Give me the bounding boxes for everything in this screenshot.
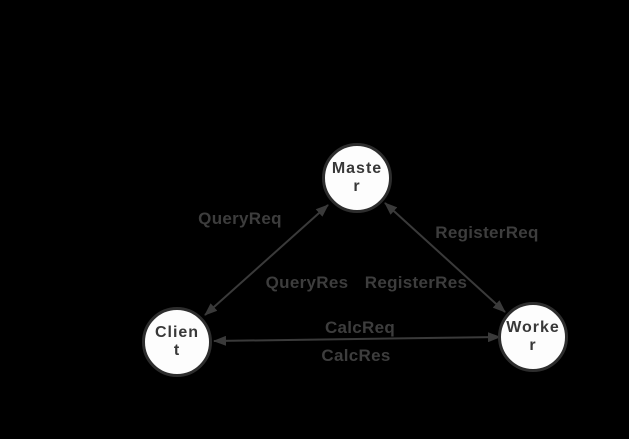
node-master: Maste r [322,143,392,213]
edge-label-calcres: CalcRes [321,346,391,365]
node-worker: Worke r [498,302,568,372]
node-worker-label: Worke r [506,319,560,354]
node-client: Clien t [142,307,212,377]
node-client-label: Clien t [154,324,200,359]
edge-label-queryreq: QueryReq [198,209,282,228]
edge-label-registerreq: RegisterReq [435,223,539,242]
edge-client-master-arrow [204,204,329,316]
node-master-label: Maste r [331,160,383,195]
edge-label-queryres: QueryRes [265,273,349,292]
edge-label-calcreq: CalcReq [324,318,396,337]
edge-client-worker-arrow [213,332,501,346]
edge-master-worker-arrow [384,202,506,313]
edge-label-registerres: RegisterRes [364,273,468,292]
